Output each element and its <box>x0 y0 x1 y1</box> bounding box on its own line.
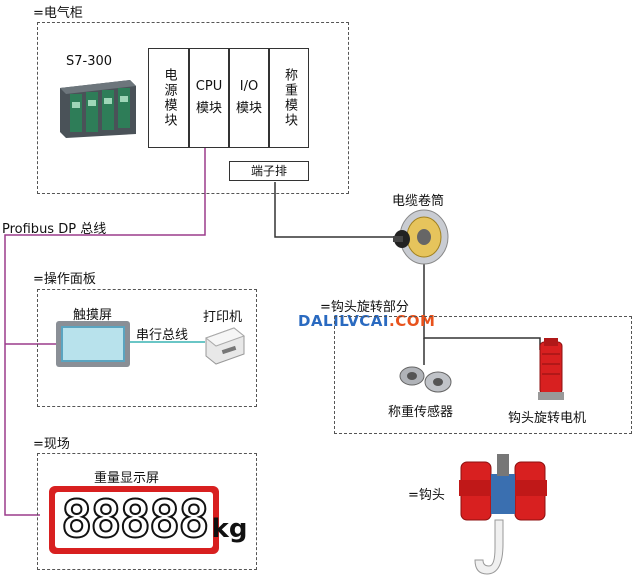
module-io-label: I/O 模块 <box>235 79 262 116</box>
serial-bus-label: 串行总线 <box>136 328 189 343</box>
rotation-title: =钩头旋转部分 <box>320 300 409 315</box>
printer-label: 打印机 <box>203 310 243 325</box>
module-power-label: 电源模块 <box>161 68 177 128</box>
field-title: =现场 <box>33 437 70 452</box>
hook-image <box>459 454 547 575</box>
hook-label: =钩头 <box>408 488 445 503</box>
motor-label: 钩头旋转电机 <box>508 411 587 426</box>
touchscreen-label: 触摸屏 <box>73 308 113 323</box>
cabinet-group <box>37 22 349 194</box>
display-label: 重量显示屏 <box>94 471 160 486</box>
sensor-label: 称重传感器 <box>388 405 454 420</box>
cable-drum-image <box>393 209 449 265</box>
module-cpu: CPU 模块 <box>189 48 229 148</box>
weight-display-unit: kg <box>211 514 248 544</box>
panel-group <box>37 289 257 407</box>
motor-image <box>538 338 564 400</box>
plc-label: S7-300 <box>66 54 113 69</box>
profibus-line <box>4 148 206 516</box>
module-weighing: 称重模块 <box>269 48 309 148</box>
printer-image <box>204 327 246 365</box>
cabinet-title: =电气柜 <box>33 6 83 21</box>
module-power: 电源模块 <box>148 48 189 148</box>
module-cpu-label: CPU 模块 <box>195 79 223 116</box>
touchscreen-image <box>56 321 130 367</box>
terminal-strip: 端子排 <box>229 161 309 181</box>
weight-display: 88888 kg <box>49 486 247 554</box>
cable-drum-label: 电缆卷筒 <box>392 194 445 209</box>
profibus-label: Profibus DP 总线 <box>2 222 107 237</box>
module-io: I/O 模块 <box>229 48 269 148</box>
plc-image <box>60 80 136 138</box>
panel-title: =操作面板 <box>33 272 96 287</box>
rotation-group <box>334 316 632 434</box>
weight-display-digits: 88888 <box>60 490 211 550</box>
sensor-image <box>399 366 452 393</box>
drum-cable <box>274 182 395 238</box>
field-group <box>37 453 257 570</box>
module-weighing-label: 称重模块 <box>282 68 297 128</box>
